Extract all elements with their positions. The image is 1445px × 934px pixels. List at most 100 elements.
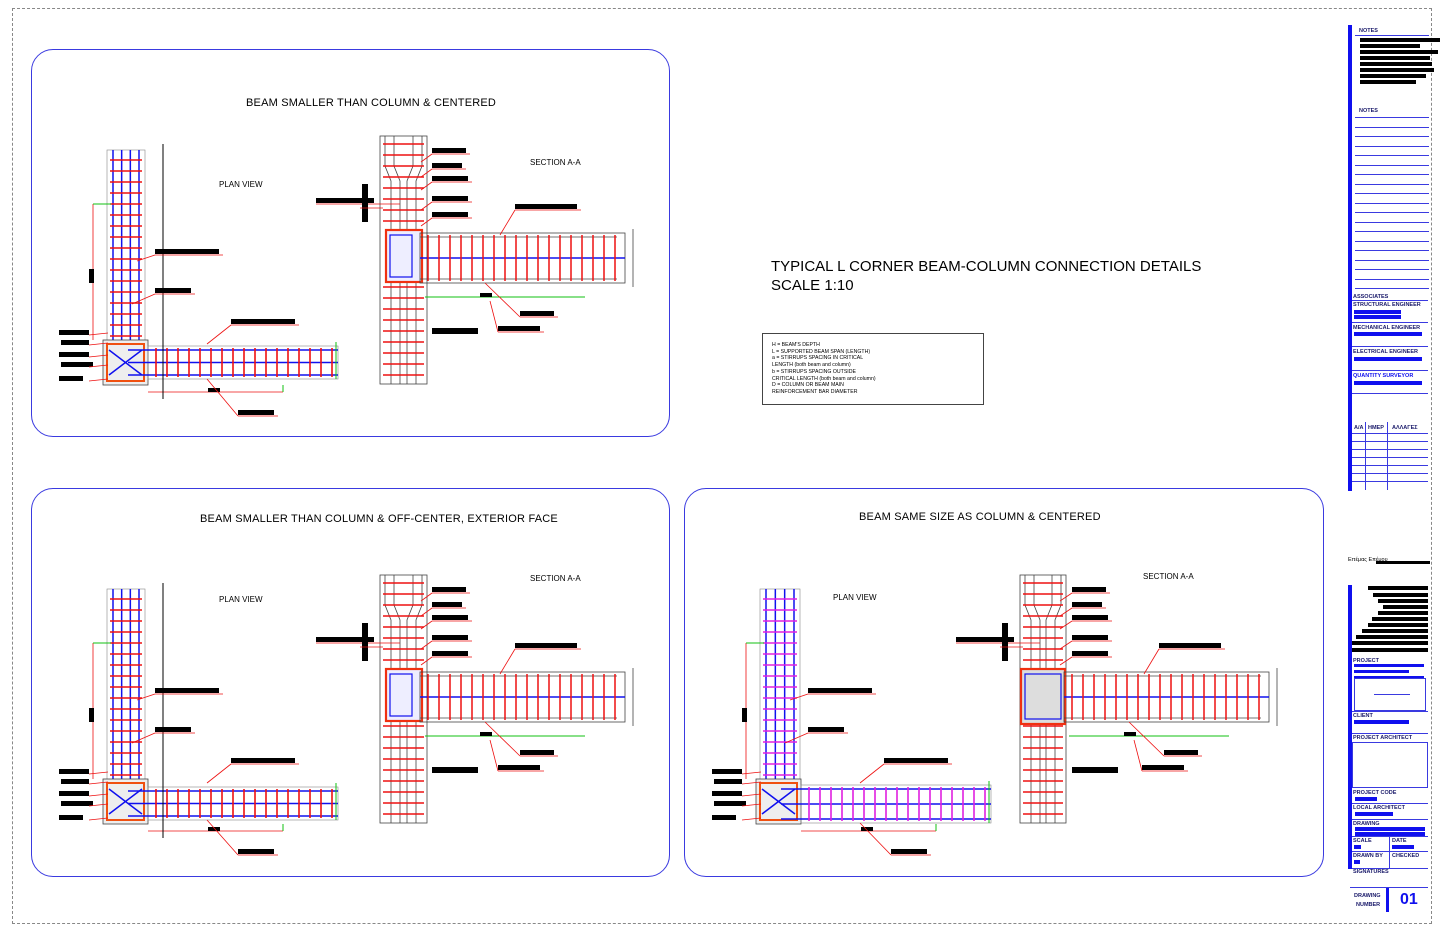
label-redacted	[1072, 602, 1102, 607]
notes-line	[1355, 212, 1429, 213]
leader-line	[88, 771, 109, 775]
divider	[1352, 300, 1428, 301]
label-redacted	[808, 688, 872, 693]
leader-line	[484, 282, 521, 318]
label-redacted	[498, 765, 540, 770]
detail-drawing	[712, 574, 1278, 856]
revision-row	[1352, 465, 1428, 466]
label-redacted	[515, 643, 577, 648]
project-architect-label: PROJECT ARCHITECT	[1353, 735, 1413, 741]
label-redacted	[432, 163, 462, 168]
leader-line	[420, 217, 433, 227]
associates-label: ASSOCIATES	[1353, 294, 1389, 300]
section-joint-bars	[1024, 673, 1062, 720]
label-redacted	[238, 410, 274, 415]
label-redacted	[89, 708, 94, 722]
label-redacted	[316, 198, 374, 203]
mechanical-engineer-label: MECHANICAL ENGINEER	[1353, 325, 1421, 331]
revision-row	[1352, 449, 1428, 450]
leader-line	[859, 822, 892, 856]
local-architect-label: LOCAL ARCHITECT	[1353, 805, 1405, 811]
sheet-border	[12, 8, 1432, 924]
project-code-label: PROJECT CODE	[1353, 790, 1397, 796]
redacted-value	[1378, 599, 1428, 603]
label-redacted	[712, 815, 736, 820]
structural-engineer-label: STRUCTURAL ENGINEER	[1353, 302, 1421, 308]
detail-panel-1	[31, 49, 670, 437]
label-redacted	[61, 801, 93, 806]
label-redacted	[432, 767, 478, 773]
leader-line	[420, 153, 433, 163]
notes-line	[1355, 202, 1429, 204]
redacted-value	[1378, 611, 1428, 615]
drawn-by-label: DRAWN BY	[1353, 853, 1383, 859]
title-block-rule-bottom	[1348, 585, 1352, 869]
checked-label: CHECKED	[1392, 853, 1420, 859]
redacted-value	[1360, 80, 1416, 84]
revision-row	[1352, 441, 1428, 442]
label-redacted	[520, 311, 554, 316]
label-redacted	[742, 708, 747, 722]
leader-line	[741, 817, 762, 821]
leader-line	[420, 656, 433, 666]
label-redacted	[316, 637, 374, 642]
redacted-value	[1355, 832, 1425, 836]
divider	[1352, 370, 1428, 371]
joint-hoop	[106, 782, 145, 821]
leader-line	[1059, 640, 1073, 650]
section-joint	[384, 667, 424, 723]
label-redacted	[515, 204, 577, 209]
notes-line	[1355, 259, 1429, 261]
divider	[1352, 393, 1428, 394]
redacted-value	[1355, 797, 1377, 801]
leader-line	[489, 300, 499, 333]
redacted-value	[1368, 623, 1428, 627]
date-label: DATE	[1392, 838, 1407, 844]
divider	[1374, 694, 1410, 695]
label-redacted	[432, 651, 468, 656]
divider	[1355, 35, 1429, 36]
leader-line	[88, 364, 109, 368]
notes-line	[1355, 117, 1429, 118]
leader-line	[420, 201, 433, 211]
label-redacted	[432, 615, 468, 620]
leader-line	[88, 803, 109, 807]
leader-line	[499, 209, 516, 236]
leader-line	[88, 378, 109, 382]
panel-2-plan-label: PLAN VIEW	[219, 595, 263, 604]
redacted-value	[1354, 381, 1422, 385]
redacted-value	[1354, 310, 1401, 314]
label-redacted	[432, 602, 462, 607]
leader-line	[789, 693, 809, 701]
label-redacted	[59, 352, 89, 357]
label-redacted	[712, 791, 742, 796]
leader-line	[136, 254, 156, 262]
leader-line	[784, 732, 809, 744]
label-redacted	[891, 849, 927, 854]
redacted-value	[1352, 648, 1428, 652]
legend-line: H = BEAM'S DEPTH	[772, 342, 820, 348]
redacted-value	[1360, 44, 1420, 48]
revision-col	[1365, 422, 1366, 490]
leader-line	[206, 324, 232, 345]
joint-rebar	[108, 349, 143, 376]
label-redacted	[884, 758, 948, 763]
leader-line	[420, 181, 433, 191]
redacted-value	[1360, 38, 1440, 42]
divider	[1352, 819, 1428, 820]
leader-line	[1128, 721, 1165, 757]
divider	[1352, 851, 1428, 852]
redacted-value	[1360, 74, 1426, 78]
notes-line	[1355, 193, 1429, 194]
panel-1-section-label: SECTION A-A	[530, 158, 581, 167]
signatures-label: SIGNATURES	[1353, 869, 1389, 875]
legend-line: D = COLUMN OR BEAM MAIN	[772, 382, 844, 389]
leader-line	[131, 732, 156, 744]
label-redacted	[89, 269, 94, 283]
revision-row	[1352, 481, 1428, 482]
drawing-number-label-1: DRAWING	[1354, 893, 1381, 899]
redacted-value	[1354, 670, 1409, 673]
leader-line	[1143, 648, 1160, 675]
leader-line	[859, 763, 885, 784]
leader-line	[489, 739, 499, 772]
